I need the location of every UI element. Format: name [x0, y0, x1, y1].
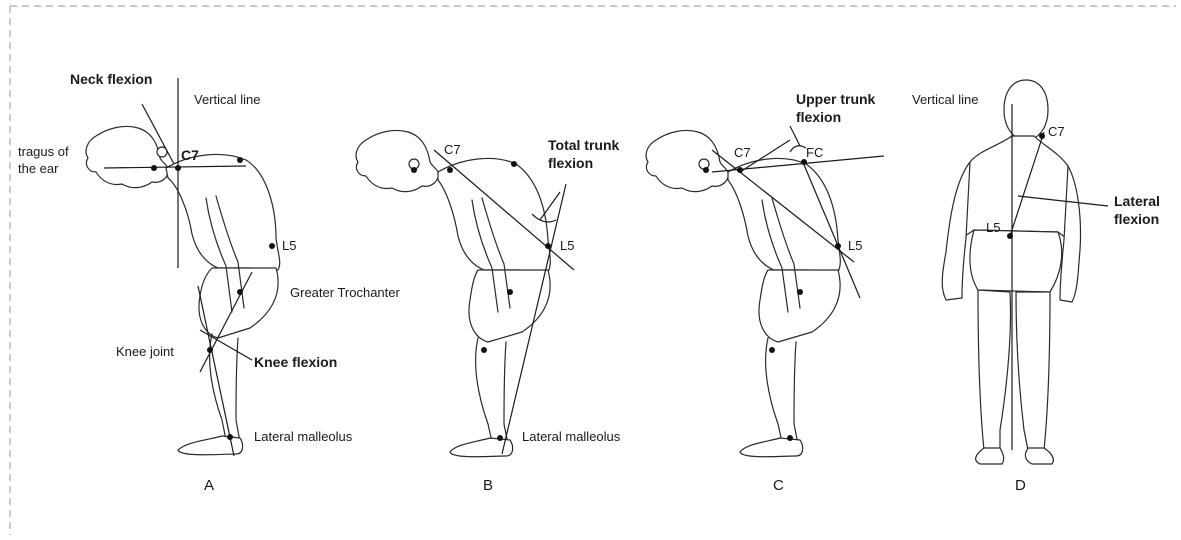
panel-letter-b: B: [483, 477, 493, 494]
total-trunk-label-line2: flexion: [548, 155, 593, 171]
malleolus-marker-b: [497, 435, 503, 441]
tragus-label-line2: the ear: [18, 161, 59, 176]
stooped-figure-c: [646, 130, 840, 456]
lateral-flexion-label-line1: Lateral: [1114, 193, 1160, 209]
head-c: [646, 130, 728, 191]
malleolus-marker-a: [227, 434, 233, 440]
leg-c: [766, 338, 798, 444]
c7-marker-d: [1039, 133, 1045, 139]
knee-joint-label: Knee joint: [116, 344, 174, 359]
l5-label-a: L5: [282, 238, 296, 253]
knee-marker-b: [481, 347, 487, 353]
l5-marker-c: [835, 243, 841, 249]
c7-marker-a: [175, 165, 181, 171]
torso-a: [166, 154, 280, 271]
tragus-label-line1: tragus of: [18, 144, 69, 159]
left-foot-d: [976, 448, 1004, 464]
panel-letter-c: C: [773, 477, 784, 494]
lateral-malleolus-label-b: Lateral malleolus: [522, 429, 621, 444]
panel-letter-d: D: [1015, 477, 1026, 494]
l5-label-b: L5: [560, 238, 574, 253]
trochanter-marker-b: [507, 289, 513, 295]
head-b: [356, 130, 438, 191]
lateral-flexion-label-line2: flexion: [1114, 211, 1159, 227]
upper-trunk-arc-c: [790, 146, 806, 152]
foot-c: [740, 438, 803, 457]
leg-b: [476, 338, 508, 444]
greater-trochanter-label: Greater Trochanter: [290, 285, 400, 300]
knee-flexion-label: Knee flexion: [254, 354, 337, 370]
left-leg-d: [978, 290, 1011, 450]
c7-label-a: C7: [181, 147, 199, 163]
l5-marker-b: [545, 243, 551, 249]
knee-marker-c: [769, 347, 775, 353]
tragus-marker-b: [411, 167, 417, 173]
panel-b: C7 Total trunk flexion L5 Lateral malleo…: [356, 130, 621, 494]
lateral-malleolus-label-a: Lateral malleolus: [254, 429, 353, 444]
c7-marker-b: [447, 167, 453, 173]
right-foot-d: [1025, 448, 1053, 464]
vertical-line-label-a: Vertical line: [194, 92, 260, 107]
trochanter-marker-c: [797, 289, 803, 295]
l5-label-c: L5: [848, 238, 862, 253]
fc-label-c: FC: [806, 145, 823, 160]
total-trunk-label-line1: Total trunk: [548, 137, 620, 153]
panel-d: Vertical line C7 Lateral flexion L5 D: [912, 80, 1160, 494]
l5-marker-d: [1007, 233, 1013, 239]
tragus-marker-a: [151, 165, 157, 171]
shorts-a: [199, 268, 278, 338]
vertical-line-label-d: Vertical line: [912, 92, 978, 107]
trochanter-marker-a: [237, 289, 243, 295]
l5-label-d: L5: [986, 220, 1000, 235]
panel-letter-a: A: [204, 477, 214, 494]
malleolus-marker-c: [787, 435, 793, 441]
shoulder-marker-a: [237, 157, 243, 163]
c7-label-b: C7: [444, 142, 461, 157]
c7-label-c: C7: [734, 145, 751, 160]
head-a: [86, 126, 168, 187]
left-arm-d: [942, 162, 970, 300]
panel-a: Neck flexion Vertical line tragus of the…: [18, 71, 400, 494]
back-torso-d: [961, 136, 1072, 238]
shoulder-marker-b: [511, 161, 517, 167]
knee-marker-a: [207, 347, 213, 353]
panel-c: Upper trunk flexion C7 FC L5 C: [646, 91, 884, 494]
stooped-figure-a: [86, 126, 280, 454]
upper-trunk-arrow-c: [790, 126, 800, 146]
l5-marker-a: [269, 243, 275, 249]
c7-marker-c: [737, 167, 743, 173]
head-d: [1004, 80, 1048, 140]
tragus-marker-c: [703, 167, 709, 173]
shorts-d: [970, 230, 1062, 292]
upper-trunk-label-line2: flexion: [796, 109, 841, 125]
neck-flexion-label: Neck flexion: [70, 71, 152, 87]
upper-trunk-label-line1: Upper trunk: [796, 91, 876, 107]
c7-label-d: C7: [1048, 124, 1065, 139]
right-leg-d: [1016, 292, 1050, 450]
